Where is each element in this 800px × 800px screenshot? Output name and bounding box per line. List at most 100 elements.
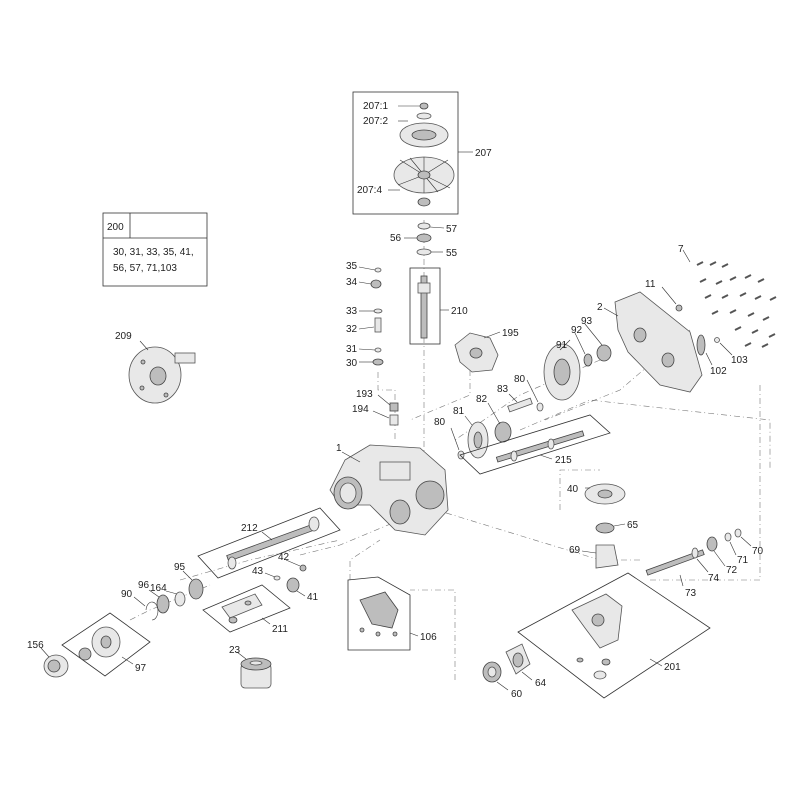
label-31: 31: [346, 344, 358, 355]
ring-gear-91: [543, 343, 581, 401]
bolt: [762, 316, 770, 321]
bolt: [699, 278, 707, 283]
label-103: 103: [731, 355, 748, 366]
part-34: [370, 279, 382, 289]
gear-train-group: 92 93 91 80 83 82 81 80: [434, 316, 612, 460]
seal-96: [156, 594, 170, 614]
oil-filter-23: 23: [229, 645, 272, 689]
seal-57: [417, 222, 431, 230]
bolt: [729, 276, 737, 281]
bolt: [747, 312, 755, 317]
label-83: 83: [497, 384, 509, 395]
label-207-2: 207:2: [363, 116, 388, 127]
fan-hub-bearing: [417, 197, 431, 207]
label-102: 102: [710, 366, 727, 377]
hub-kit-97: 97: [61, 612, 151, 677]
axle-kit-215: 215: [459, 414, 611, 475]
label-193: 193: [356, 389, 373, 400]
pinion-82: [494, 421, 512, 443]
bearing-65: [595, 522, 615, 534]
label-11: 11: [645, 279, 656, 290]
label-40: 40: [567, 484, 579, 495]
wheel-hub-209: 209: [115, 331, 196, 404]
label-106: 106: [420, 632, 437, 643]
bolt: [739, 292, 747, 297]
label-64: 64: [535, 678, 547, 689]
part-43: [273, 575, 281, 581]
fan-blades: [393, 156, 455, 194]
washer-80-upper: [536, 402, 544, 412]
bolt: [711, 310, 719, 315]
part-102: [696, 334, 706, 356]
kit-200-table: 200 30, 31, 33, 35, 41, 56, 57, 71,103: [102, 212, 208, 287]
bolt: [757, 278, 765, 283]
seal-93: [596, 344, 612, 362]
motor-kit-201: 201: [517, 572, 711, 699]
washer-164: [174, 591, 186, 607]
bolt: [715, 280, 723, 285]
label-2: 2: [597, 302, 603, 313]
label-81: 81: [453, 406, 465, 417]
label-34: 34: [346, 277, 358, 288]
label-1: 1: [336, 443, 342, 454]
label-70: 70: [752, 546, 764, 557]
axle-bearing-group: 95 164 96 90: [121, 562, 204, 621]
label-69: 69: [569, 545, 581, 556]
bolt: [721, 294, 729, 299]
fan-washer: [416, 112, 432, 120]
part-70: [734, 528, 742, 538]
label-60: 60: [511, 689, 523, 700]
circlip-90: [145, 601, 159, 621]
label-164: 164: [150, 583, 167, 594]
fan-nut: [419, 102, 429, 110]
label-92: 92: [571, 325, 583, 336]
cap-156: 156: [27, 640, 69, 678]
bolt: [754, 295, 762, 300]
ring-55: [416, 248, 432, 256]
part-193: [389, 402, 399, 412]
input-shaft: [420, 275, 428, 339]
bracket-kit-211: 211: [202, 584, 291, 635]
bolt: [751, 329, 759, 334]
bolt: [744, 274, 752, 279]
input-shaft-group: 57 56 55 210: [390, 222, 468, 345]
bolt: [761, 343, 769, 348]
label-41: 41: [307, 592, 319, 603]
transaxle-housing-1: 1: [329, 443, 449, 536]
bolt: [744, 342, 752, 347]
label-207: 207: [475, 148, 492, 159]
label-80-lower: 80: [434, 417, 446, 428]
label-211: 211: [272, 624, 288, 635]
part-32: [374, 317, 382, 333]
assembly-guide-lines: [129, 220, 771, 680]
vent-193-194: 193 194: [352, 389, 399, 426]
axle-shaft: [495, 430, 585, 463]
cylinder-block-69: [595, 544, 619, 569]
label-33: 33: [346, 306, 358, 317]
part-103: [714, 337, 720, 343]
label-201: 201: [664, 662, 681, 673]
label-207-4: 207:4: [357, 185, 382, 196]
bolt: [704, 294, 712, 299]
label-80-upper: 80: [514, 374, 526, 385]
part-30: [372, 358, 384, 366]
fan-kit-207: 207:1 207:2 207 207:4: [352, 91, 492, 215]
label-96: 96: [138, 580, 150, 591]
part-194: [389, 414, 399, 426]
bolt: [709, 261, 717, 266]
label-156: 156: [27, 640, 44, 651]
bypass-valve-group: 35 34 33 32 31 30: [346, 261, 384, 369]
side-cover-2: 2: [597, 291, 703, 393]
part-41: [286, 577, 300, 593]
parts-102-103: 102 103: [696, 334, 748, 377]
label-32: 32: [346, 324, 358, 335]
label-209: 209: [115, 331, 132, 342]
label-42: 42: [278, 552, 290, 563]
part-42: [299, 564, 307, 572]
label-212: 212: [241, 523, 258, 534]
bolt: [768, 333, 776, 338]
part-74: [691, 547, 699, 559]
part-71: [724, 532, 732, 542]
label-95: 95: [174, 562, 186, 573]
